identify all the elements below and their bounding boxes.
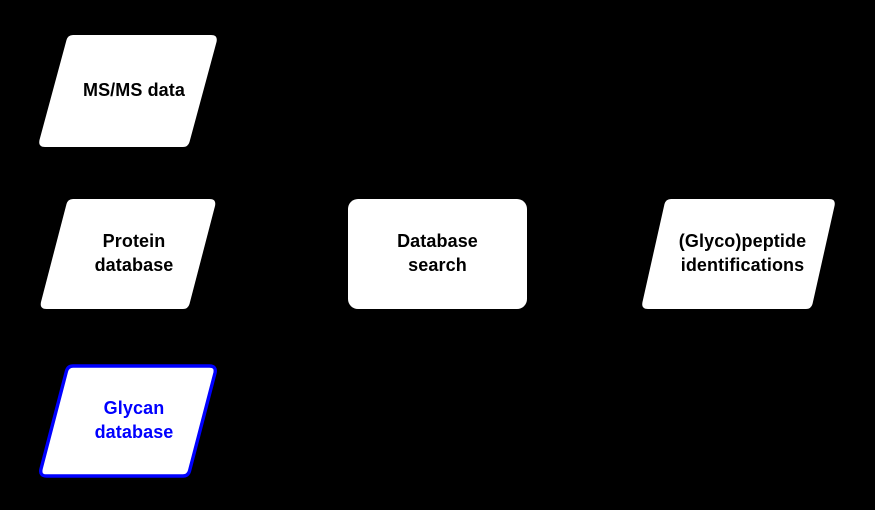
node-glycan-database[interactable]: Glycan database — [30, 358, 226, 484]
parallelogram-shape — [39, 35, 217, 147]
parallelogram-shape — [40, 199, 216, 309]
rounded-rectangle-shape — [348, 199, 527, 309]
node-msms-data[interactable]: MS/MS data — [30, 27, 226, 155]
node-protein-database[interactable]: Protein database — [30, 191, 226, 317]
node-glycopeptide-identifications[interactable]: (Glyco)peptide identifications — [633, 191, 844, 317]
parallelogram-shape-highlighted — [39, 364, 217, 478]
parallelogram-shape — [642, 199, 835, 309]
node-database-search[interactable]: Database search — [340, 191, 535, 317]
